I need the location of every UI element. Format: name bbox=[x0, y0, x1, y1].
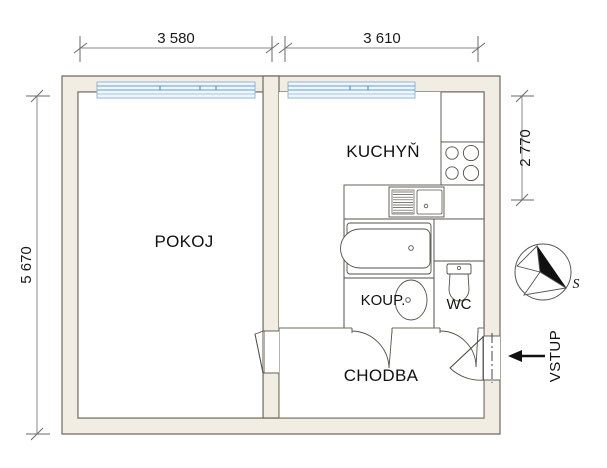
stove-burner-bl bbox=[445, 166, 459, 180]
window-group bbox=[96, 81, 416, 99]
pokoj-floor bbox=[78, 92, 263, 418]
left-dimension-group: 5 670 bbox=[18, 89, 50, 441]
door-wc-leaf bbox=[475, 330, 479, 368]
room-label-chodba: CHODBA bbox=[344, 366, 419, 385]
left-dim-slash-top bbox=[30, 89, 44, 103]
door-koupelna bbox=[351, 325, 393, 369]
left-dim-label: 5 670 bbox=[18, 246, 35, 284]
right-dim-slash-top bbox=[515, 89, 529, 103]
door-pokoj-leaf bbox=[254, 333, 264, 374]
koupelna-block: KOUP. bbox=[340, 218, 435, 329]
door-entrance-leaf bbox=[449, 335, 485, 369]
entrance-label: VSTUP bbox=[547, 330, 564, 383]
right-dim-slash-bottom bbox=[515, 193, 529, 207]
sink-drainboard bbox=[391, 189, 415, 215]
top-dim-left-label: 3 580 bbox=[157, 30, 195, 47]
kitchen-fixtures bbox=[343, 91, 485, 220]
toilet-flush-button bbox=[456, 265, 461, 270]
door-wc-swing-arc bbox=[439, 330, 477, 368]
door-entrance bbox=[449, 333, 500, 383]
door-koupelna-swing-arc bbox=[351, 330, 390, 369]
top-dim-right-slash-end bbox=[471, 42, 486, 54]
stove-burner-tl bbox=[445, 146, 459, 160]
bathtub-inner bbox=[340, 228, 431, 269]
room-label-koupelna: KOUP. bbox=[361, 292, 406, 309]
door-wc-opening bbox=[440, 325, 478, 331]
toilet-bowl bbox=[448, 273, 470, 302]
compass-south-label: S bbox=[573, 277, 580, 292]
door-wc bbox=[439, 325, 479, 368]
stove-burner-tr bbox=[462, 144, 480, 162]
top-dim-left-slash-start bbox=[73, 42, 88, 54]
door-koupelna-leaf bbox=[388, 330, 393, 369]
sink-basin bbox=[416, 189, 443, 215]
toilet-cistern bbox=[446, 263, 472, 275]
door-pokoj bbox=[254, 330, 279, 374]
left-dim-slash-bottom bbox=[30, 427, 44, 441]
top-dimension-group: 3 580 3 610 bbox=[73, 30, 486, 62]
washbasin-bowl bbox=[394, 279, 428, 321]
toilet-icon bbox=[446, 263, 472, 302]
wc-niche bbox=[433, 218, 485, 262]
bathtub-drain bbox=[408, 245, 414, 251]
stove-icon bbox=[440, 141, 485, 186]
entrance-arrow-head bbox=[508, 350, 522, 362]
room-label-pokoj: POKOJ bbox=[154, 232, 213, 251]
door-group bbox=[254, 325, 500, 383]
wc-block: WC bbox=[433, 218, 485, 329]
compass-rose-icon: S bbox=[514, 243, 580, 301]
right-dim-label: 2 770 bbox=[517, 129, 534, 167]
compass-needle-light-lower bbox=[523, 271, 568, 296]
entrance-marker: VSTUP bbox=[508, 330, 564, 383]
bathtub-icon bbox=[340, 222, 432, 275]
washbasin-icon bbox=[394, 279, 428, 321]
top-dim-left-slash-end bbox=[265, 42, 280, 54]
sink-drain-hole bbox=[423, 203, 429, 209]
kitchen-cabinet-upper-right bbox=[440, 91, 485, 143]
room-label-wc: WC bbox=[447, 296, 472, 313]
door-koupelna-opening bbox=[352, 325, 392, 331]
top-dim-right-slash-start bbox=[278, 42, 293, 54]
stove-burner-br bbox=[462, 164, 480, 182]
compass-needle-light-upper bbox=[516, 245, 541, 273]
washbasin-drain bbox=[405, 297, 411, 303]
top-dim-right-label: 3 610 bbox=[363, 30, 401, 47]
window-pokoj bbox=[96, 81, 256, 99]
left-arrow-icon bbox=[508, 350, 545, 362]
kitchen-sink-icon bbox=[388, 186, 445, 218]
door-pokoj-opening bbox=[263, 331, 279, 373]
room-label-kuchyn: KUCHYŇ bbox=[346, 142, 420, 161]
right-dimension-group: 2 770 bbox=[511, 89, 534, 207]
door-pokoj-swing-arc bbox=[254, 330, 264, 374]
window-kuchyn bbox=[287, 81, 416, 99]
